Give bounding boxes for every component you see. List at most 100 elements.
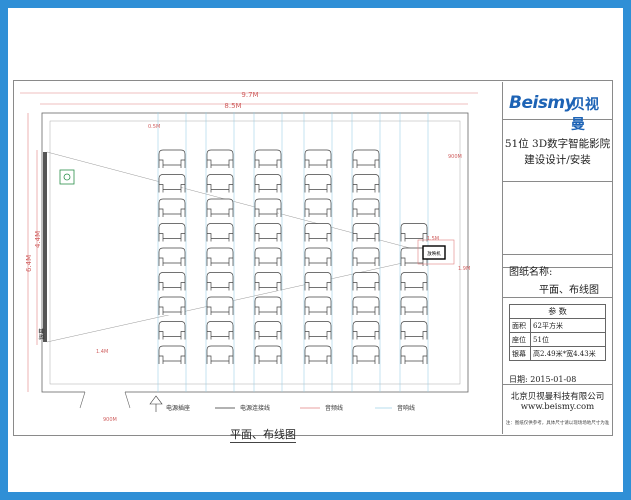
title-block: Beismy 贝视曼 51位 3D数字智能影院 建设设计/安装 图纸名称: 平面… (502, 82, 612, 434)
project-section: 51位 3D数字智能影院 建设设计/安装 (503, 120, 612, 182)
legend: 电源插座 电源连接线 音频线 音响线 (149, 395, 415, 412)
seat (254, 149, 282, 168)
seat (352, 247, 380, 266)
dim-top-inner: 8.5M (224, 102, 241, 110)
seat (400, 321, 428, 340)
seat (206, 247, 234, 266)
door-frame (79, 391, 131, 409)
seat (304, 296, 332, 315)
seat (158, 345, 186, 364)
seat (158, 321, 186, 340)
param-key: 银幕 (508, 346, 532, 361)
seat (206, 223, 234, 242)
seat (206, 198, 234, 217)
seat (158, 247, 186, 266)
seat (304, 149, 332, 168)
seat (158, 149, 186, 168)
param-value: 高2.49米*宽4.43米 (530, 346, 606, 361)
seat (206, 174, 234, 193)
disclaimer: 注：图纸仅供参考，具体尺寸请以现场场地尺寸为准 (505, 421, 610, 426)
seat (206, 321, 234, 340)
dim-left-inner: 4.4M (34, 231, 42, 248)
dim-floor: 1.4M (96, 349, 108, 355)
seat (304, 174, 332, 193)
seat (304, 247, 332, 266)
seat (352, 345, 380, 364)
drawing-name-section: 图纸名称: 平面、布线图 (503, 254, 612, 298)
dim-left-outer: 6.4M (25, 255, 33, 272)
seat (254, 321, 282, 340)
projector-label: 放映机 (427, 250, 441, 257)
seating-area (158, 149, 428, 364)
dim-side: 900M (448, 154, 462, 160)
company-name: 北京贝视曼科技有限公司 (510, 392, 605, 402)
legend-label-power-socket: 电源插座 (166, 404, 190, 412)
seat (352, 296, 380, 315)
legend-label-speaker-cable: 音响线 (397, 404, 415, 412)
seat (254, 296, 282, 315)
seat (158, 272, 186, 291)
screen-bar (43, 152, 47, 342)
date-label: 日期: 2015-01-08 (509, 375, 577, 384)
project-title-2: 建设设计/安装 (524, 154, 591, 166)
company-website: www.beismy.com (520, 402, 595, 412)
legend-label-audio-cable: 音频线 (325, 404, 343, 412)
seat (206, 345, 234, 364)
room-outer-wall (41, 112, 469, 393)
date-divider (503, 384, 612, 385)
seat (304, 198, 332, 217)
projection-line-bottom (46, 257, 426, 343)
seat (254, 247, 282, 266)
seat (352, 198, 380, 217)
dim-door: 900M (103, 417, 117, 423)
seat (254, 345, 282, 364)
drawing-frame (13, 80, 613, 436)
params-title: 参 数 (509, 304, 606, 319)
seat (400, 296, 428, 315)
logo-section: Beismy 贝视曼 (503, 82, 612, 133)
dim-front: 0.5M (148, 124, 160, 130)
seat (352, 272, 380, 291)
seat (400, 223, 428, 242)
seat (400, 345, 428, 364)
seat (254, 198, 282, 217)
param-key: 面积 (508, 318, 532, 333)
seat (206, 272, 234, 291)
drawing-name: 平面、布线图 (539, 285, 599, 296)
seat (352, 223, 380, 242)
seat (158, 296, 186, 315)
cable-lines (157, 112, 429, 392)
empty-section (503, 182, 612, 268)
seat (304, 272, 332, 291)
seat (352, 149, 380, 168)
dim-booth-h: 1.9M (458, 266, 470, 272)
plan-caption: 平面、布线图 (230, 428, 296, 443)
seat (254, 272, 282, 291)
seat (304, 321, 332, 340)
projector (422, 245, 446, 260)
brand-logo-cn: 贝视曼 (571, 97, 599, 133)
seat (254, 223, 282, 242)
projector-booth (417, 239, 455, 265)
seat (158, 198, 186, 217)
seat (254, 174, 282, 193)
screen-label: 银幕 (38, 328, 46, 340)
param-key: 座位 (508, 332, 532, 347)
front-speaker (59, 169, 75, 185)
power-socket-icon (149, 395, 163, 412)
seat (400, 272, 428, 291)
seat (206, 149, 234, 168)
dim-top-outer: 9.7M (241, 91, 258, 99)
seat (352, 174, 380, 193)
seat (400, 247, 428, 266)
brand-logo: Beismy (509, 93, 576, 113)
seat (206, 296, 234, 315)
drawing-name-label: 图纸名称: (509, 267, 553, 278)
seat (352, 321, 380, 340)
seat (304, 223, 332, 242)
front-speaker-cone (63, 173, 71, 181)
seat (158, 223, 186, 242)
dim-booth-w: 1.5M (427, 236, 439, 242)
